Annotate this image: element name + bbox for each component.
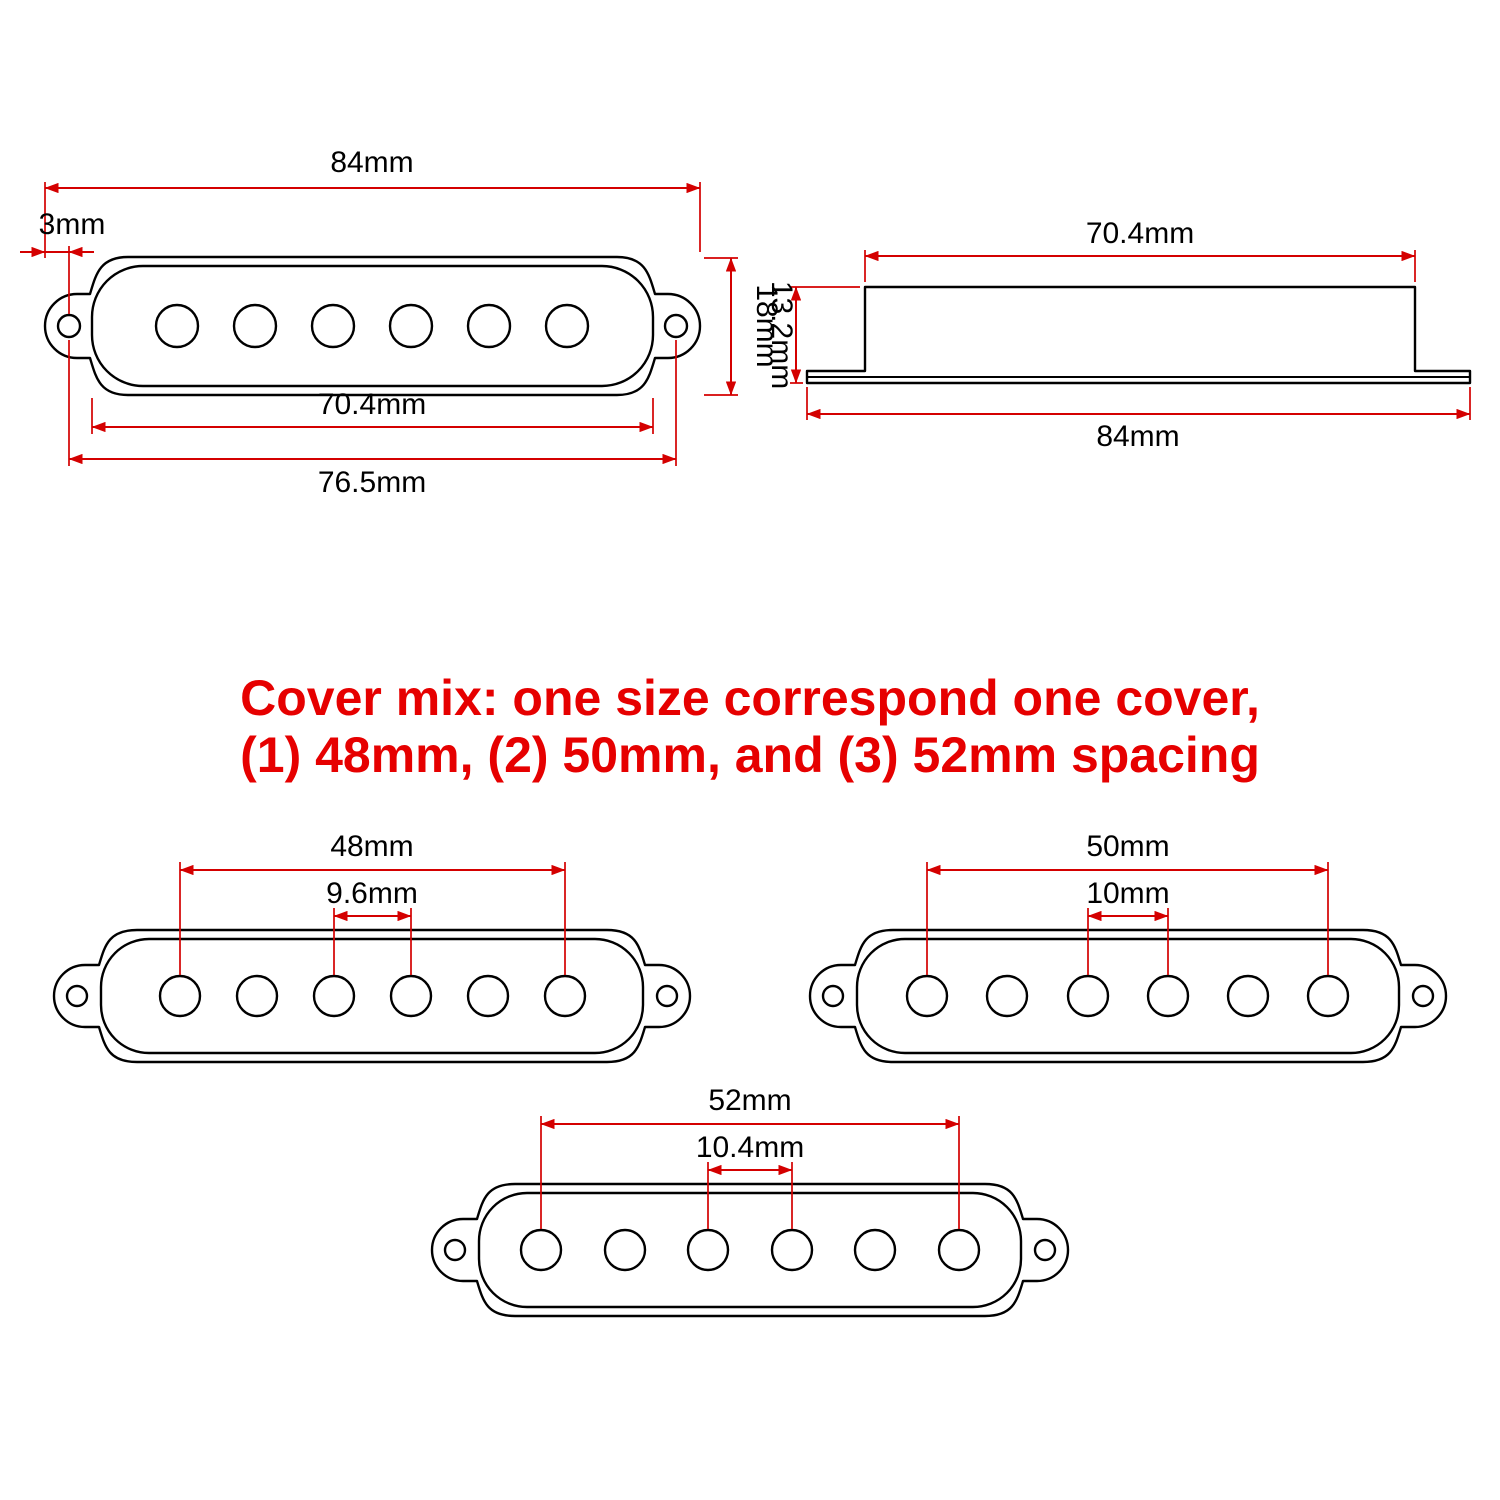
mounting-hole xyxy=(1033,1238,1057,1262)
pole-hole xyxy=(1306,974,1350,1018)
dim-label-50: 50mm xyxy=(1086,830,1169,863)
cover-top-view xyxy=(43,255,702,397)
pole-hole xyxy=(770,1228,814,1272)
pole-hole xyxy=(312,974,356,1018)
dim-label-52-gap: 10.4mm xyxy=(696,1131,804,1164)
mounting-hole xyxy=(443,1238,467,1262)
dim-50-gap: 10mm xyxy=(1086,877,1170,975)
dim-hole-span: 76.5mm xyxy=(68,340,677,499)
pole-hole xyxy=(466,974,510,1018)
mounting-hole xyxy=(655,984,679,1008)
cover-outline xyxy=(43,255,702,397)
pole-hole xyxy=(389,974,433,1018)
dim-label-cover-height: 18mm xyxy=(750,284,783,367)
pole-hole xyxy=(310,303,356,349)
cover-inner-outline xyxy=(90,264,655,388)
dim-52-e2e: 52mm xyxy=(540,1084,960,1229)
dim-label-50-gap: 10mm xyxy=(1086,877,1169,910)
dim-48-gap: 9.6mm xyxy=(326,877,418,975)
dim-hole-offset: 3mm xyxy=(20,208,105,314)
pole-hole xyxy=(235,974,279,1018)
mounting-hole xyxy=(663,313,689,339)
cover-side-view xyxy=(805,285,1472,385)
pole-hole xyxy=(519,1228,563,1272)
side-view-outline xyxy=(805,285,1472,385)
dim-side-height: 13.2mm xyxy=(765,281,860,389)
pole-hole xyxy=(905,974,949,1018)
dim-label-outer-width: 84mm xyxy=(330,146,413,179)
heading-line-2: (1) 48mm, (2) 50mm, and (3) 52mm spacing xyxy=(240,727,1260,783)
mounting-hole xyxy=(821,984,845,1008)
dim-50-e2e: 50mm xyxy=(926,830,1329,975)
cover-48mm-view xyxy=(52,928,692,1064)
mounting-hole xyxy=(56,313,82,339)
pole-hole xyxy=(686,1228,730,1272)
cover-inner-outline xyxy=(855,937,1401,1055)
dim-label-hole-offset: 3mm xyxy=(39,208,106,241)
dim-label-48: 48mm xyxy=(330,830,413,863)
pole-hole xyxy=(1066,974,1110,1018)
pole-hole xyxy=(232,303,278,349)
dim-52-gap: 10.4mm xyxy=(696,1131,804,1229)
pole-hole xyxy=(388,303,434,349)
pole-hole xyxy=(985,974,1029,1018)
pole-hole xyxy=(158,974,202,1018)
dim-label-52: 52mm xyxy=(708,1084,791,1117)
dim-label-hole-span: 76.5mm xyxy=(318,466,426,499)
dim-cover-height: 18mm xyxy=(704,257,783,396)
heading: Cover mix: one size correspond one cover… xyxy=(240,670,1260,783)
dim-outer-width: 84mm xyxy=(44,146,701,258)
cover-outline xyxy=(808,928,1448,1064)
dim-label-inner-width: 70.4mm xyxy=(318,388,426,421)
mounting-hole xyxy=(65,984,89,1008)
dim-side-top-width: 70.4mm xyxy=(864,217,1416,282)
cover-50mm-view xyxy=(808,928,1448,1064)
cover-inner-outline xyxy=(477,1191,1023,1309)
pole-hole xyxy=(937,1228,981,1272)
cover-inner-outline xyxy=(99,937,645,1055)
cover-outline xyxy=(52,928,692,1064)
dim-side-bottom-width: 84mm xyxy=(806,387,1471,453)
mounting-hole xyxy=(1411,984,1435,1008)
heading-line-1: Cover mix: one size correspond one cover… xyxy=(240,670,1260,726)
pole-hole xyxy=(1146,974,1190,1018)
pole-hole xyxy=(543,974,587,1018)
dim-label-side-bottom-width: 84mm xyxy=(1096,420,1179,453)
pole-hole xyxy=(853,1228,897,1272)
dim-48-e2e: 48mm xyxy=(179,830,566,975)
cover-52mm-view xyxy=(430,1182,1070,1318)
pole-hole xyxy=(154,303,200,349)
dim-label-side-height: 13.2mm xyxy=(765,281,798,389)
dim-inner-width: 70.4mm xyxy=(91,388,654,434)
pole-hole xyxy=(603,1228,647,1272)
dim-label-side-top-width: 70.4mm xyxy=(1086,217,1194,250)
pole-hole xyxy=(544,303,590,349)
pole-hole xyxy=(1226,974,1270,1018)
cover-outline xyxy=(430,1182,1070,1318)
dim-label-48-gap: 9.6mm xyxy=(326,877,418,910)
pole-hole xyxy=(466,303,512,349)
